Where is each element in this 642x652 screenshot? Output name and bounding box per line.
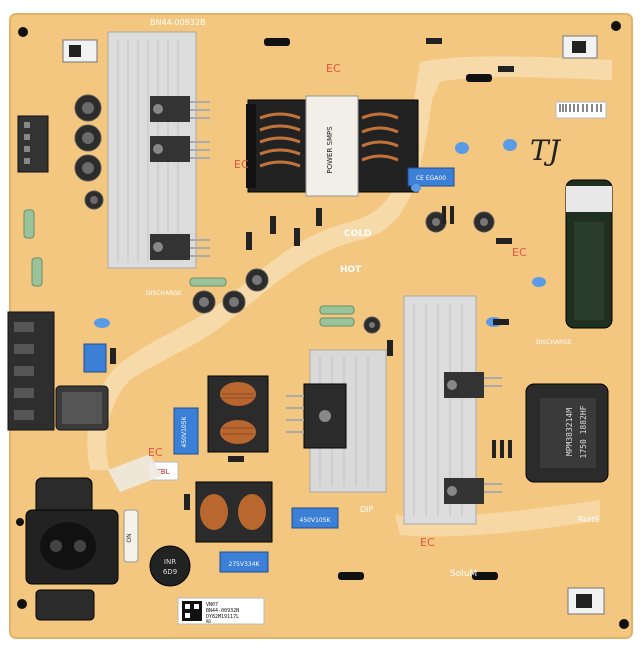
svg-text:MPM383214M: MPM383214M bbox=[565, 408, 574, 456]
svg-text:INR: INR bbox=[164, 558, 176, 566]
mosfet-1 bbox=[150, 96, 210, 122]
ec-mark-2: EC bbox=[234, 158, 249, 171]
small-transistors bbox=[442, 206, 512, 458]
svg-text:RB: RB bbox=[206, 619, 211, 624]
top-code: BN44-00932B bbox=[150, 18, 205, 27]
diodes bbox=[110, 38, 514, 510]
cap-blue-small-5 bbox=[532, 277, 546, 287]
cap-column-left bbox=[74, 94, 104, 210]
cap-box-c1 bbox=[407, 167, 455, 187]
slot-1 bbox=[338, 572, 364, 580]
label-discharge-1: DISCHARGE bbox=[146, 290, 182, 297]
bulk-capacitor bbox=[565, 179, 613, 329]
barcode-sticker bbox=[555, 101, 607, 119]
svg-text:1750 1882HF: 1750 1882HF bbox=[579, 405, 588, 458]
label-hot: HOT bbox=[340, 265, 362, 275]
cap-box-c3 bbox=[219, 551, 269, 573]
slot-4 bbox=[264, 38, 290, 46]
cap-blue-small-3 bbox=[503, 139, 517, 151]
brand-mark: SoluM bbox=[450, 569, 477, 579]
svg-text:450V105K: 450V105K bbox=[181, 415, 188, 447]
svg-text:BN44-00932N: BN44-00932N bbox=[206, 608, 239, 614]
bridge-rectifier bbox=[286, 383, 347, 449]
choke-2 bbox=[195, 481, 273, 543]
ec-mark-5: EC bbox=[420, 536, 435, 549]
mount-hole-tr bbox=[611, 21, 621, 31]
cap-blue-small-1 bbox=[94, 318, 110, 328]
thermistor: INR 6D9 bbox=[149, 545, 191, 587]
qr-sticker: VN07 BN44-00932N DY82M19117L RB bbox=[177, 597, 265, 625]
svg-text:POWER SMPS: POWER SMPS bbox=[326, 126, 334, 174]
connector-left-upper bbox=[17, 115, 49, 173]
ec-mark-4: EC bbox=[148, 446, 163, 459]
mosfet-2 bbox=[150, 136, 210, 162]
ac-inlet bbox=[25, 477, 119, 621]
cap-blue-small-2 bbox=[455, 142, 469, 154]
label-dip: DIP bbox=[360, 505, 374, 514]
svg-text:TBL: TBL bbox=[156, 468, 170, 476]
handwriting: TJ bbox=[530, 134, 562, 167]
resistor-group-center bbox=[189, 277, 355, 327]
svg-text:CE EGA00: CE EGA00 bbox=[416, 175, 446, 182]
svg-text:450V105K: 450V105K bbox=[300, 517, 332, 524]
inductor-large: MPM383214M 1750 1882HF bbox=[525, 383, 609, 483]
transformer-main: POWER SMPS bbox=[247, 95, 419, 197]
svg-text:275V334K: 275V334K bbox=[229, 561, 261, 568]
mosfet-right-2 bbox=[444, 478, 502, 504]
svg-text:ON: ON bbox=[126, 533, 133, 542]
mount-hole-bl bbox=[17, 599, 27, 609]
svg-text:6D9: 6D9 bbox=[163, 568, 177, 576]
cap-blue-left bbox=[83, 343, 107, 373]
cap-box-c5 bbox=[291, 507, 339, 529]
cap-box-c2 bbox=[173, 407, 199, 455]
cap-blue-small-4 bbox=[411, 184, 421, 192]
slot-2 bbox=[472, 572, 498, 580]
label-cold: COLD bbox=[344, 229, 371, 239]
rohs-mark: RoHS bbox=[578, 515, 599, 524]
ec-mark-1: EC bbox=[326, 62, 341, 75]
mosfet-right-1 bbox=[444, 372, 502, 398]
svg-text:DY82M19117L: DY82M19117L bbox=[206, 614, 239, 620]
isolation-band-2 bbox=[395, 500, 600, 537]
mount-hole-tl bbox=[18, 27, 28, 37]
mosfet-3 bbox=[150, 234, 210, 260]
tape-strip bbox=[108, 454, 162, 492]
svg-text:VN07: VN07 bbox=[206, 602, 218, 608]
choke-1 bbox=[207, 375, 269, 453]
label-discharge-2: DISCHARGE bbox=[536, 339, 572, 346]
cap-center-group bbox=[192, 211, 495, 334]
mount-hole-br bbox=[619, 619, 629, 629]
fuse bbox=[123, 509, 139, 563]
mount-hole-ml bbox=[16, 518, 24, 526]
resistor-left-1 bbox=[23, 209, 35, 239]
ec-mark-3: EC bbox=[512, 246, 527, 259]
resistor-left-2 bbox=[31, 257, 43, 287]
slot-3 bbox=[466, 74, 492, 82]
